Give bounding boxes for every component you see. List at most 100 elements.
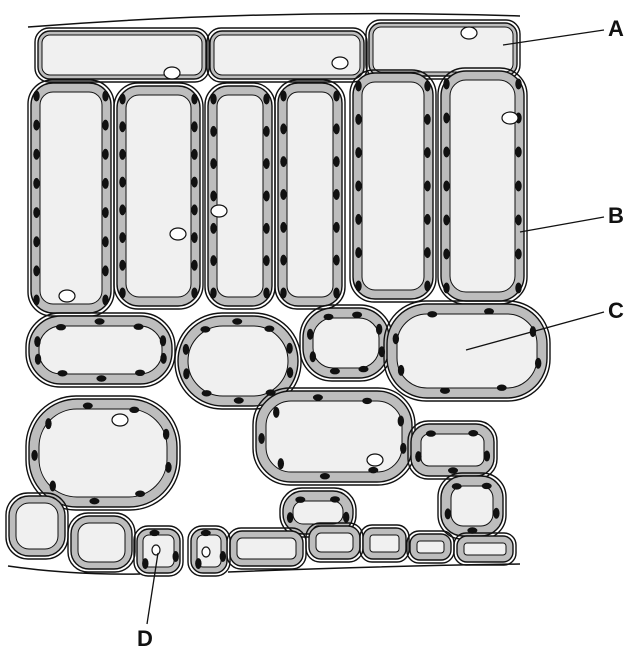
- chloroplast: [424, 181, 430, 192]
- chloroplast: [427, 311, 437, 317]
- palisade-cell: [350, 70, 436, 302]
- chloroplast: [515, 249, 521, 260]
- chloroplast: [287, 367, 293, 378]
- chloroplast: [452, 483, 462, 489]
- chloroplast: [232, 318, 242, 324]
- palisade-cell: [114, 83, 203, 309]
- chloroplast: [352, 312, 362, 318]
- vacuole: [39, 409, 167, 497]
- chloroplast: [443, 181, 449, 192]
- chloroplast: [31, 450, 37, 461]
- chloroplast: [310, 351, 316, 362]
- chloroplast: [183, 344, 189, 355]
- chloroplast: [443, 283, 449, 294]
- chloroplast: [263, 223, 269, 234]
- vacuole: [450, 80, 515, 292]
- chloroplast: [33, 178, 39, 189]
- leader-line-a: [503, 30, 604, 45]
- vacuole: [451, 486, 493, 526]
- chloroplast: [343, 512, 349, 523]
- palisade-cell: [438, 68, 527, 304]
- spongy-cell: [438, 473, 506, 539]
- chloroplast: [119, 94, 125, 105]
- chloroplast: [165, 462, 171, 473]
- nucleus: [59, 290, 75, 302]
- vacuole: [421, 434, 484, 466]
- vacuole: [40, 92, 102, 304]
- chloroplast: [264, 326, 274, 332]
- vacuole: [362, 82, 424, 290]
- vacuole: [313, 318, 379, 368]
- chloroplast: [468, 430, 478, 436]
- chloroplast: [515, 79, 521, 90]
- chloroplast: [482, 483, 492, 489]
- chloroplast: [210, 191, 216, 202]
- chloroplast: [424, 281, 430, 292]
- chloroplast: [484, 308, 494, 314]
- cell-layer: [6, 14, 550, 576]
- chloroplast: [273, 407, 279, 418]
- chloroplast: [234, 397, 244, 403]
- chloroplast: [210, 158, 216, 169]
- chloroplast: [355, 247, 361, 258]
- chloroplast: [333, 156, 339, 167]
- vacuole: [464, 543, 506, 555]
- chloroplast: [280, 189, 286, 200]
- chloroplast: [263, 94, 269, 105]
- chloroplast: [362, 398, 372, 404]
- vacuole: [373, 27, 513, 72]
- lower-epidermis-cell: [306, 523, 363, 562]
- chloroplast: [102, 295, 108, 306]
- chloroplast: [443, 79, 449, 90]
- chloroplast: [191, 260, 197, 271]
- guard-cell: [188, 526, 230, 576]
- chloroplast: [134, 324, 144, 330]
- vacuole: [293, 501, 343, 524]
- chloroplast: [102, 207, 108, 218]
- chloroplast: [515, 215, 521, 226]
- chloroplast: [493, 508, 499, 519]
- chloroplast: [135, 370, 145, 376]
- vacuole: [188, 326, 288, 396]
- spongy-cell: [26, 313, 175, 387]
- chloroplast: [443, 113, 449, 124]
- chloroplast: [330, 496, 340, 502]
- chloroplast: [263, 158, 269, 169]
- chloroplast: [263, 288, 269, 299]
- chloroplast: [102, 265, 108, 276]
- vacuole: [316, 533, 353, 552]
- nucleus: [332, 57, 348, 69]
- lower-epidermis-cell: [360, 525, 409, 562]
- chloroplast: [484, 451, 490, 462]
- chloroplast: [56, 324, 66, 330]
- vacuole: [287, 92, 333, 297]
- chloroplast: [355, 114, 361, 125]
- chloroplast: [191, 149, 197, 160]
- chloroplast: [35, 354, 41, 365]
- chloroplast: [286, 343, 292, 354]
- vacuole: [16, 503, 58, 549]
- chloroplast: [280, 91, 286, 102]
- chloroplast: [280, 222, 286, 233]
- vacuole: [370, 535, 399, 552]
- chloroplast: [398, 415, 404, 426]
- lower-epidermis-cell: [407, 531, 454, 563]
- palisade-cell: [275, 80, 345, 309]
- chloroplast: [355, 81, 361, 92]
- nucleus: [152, 545, 160, 555]
- chloroplast: [355, 147, 361, 158]
- guard-cell: [134, 526, 183, 576]
- chloroplast: [102, 178, 108, 189]
- vacuole: [417, 541, 444, 553]
- chloroplast: [160, 335, 166, 346]
- chloroplast: [102, 149, 108, 160]
- chloroplast: [333, 189, 339, 200]
- lower-epidermis-cell: [68, 513, 135, 572]
- chloroplast: [210, 255, 216, 266]
- label-c: C: [608, 300, 624, 322]
- chloroplast: [119, 204, 125, 215]
- chloroplast: [398, 365, 404, 376]
- chloroplast: [280, 288, 286, 299]
- epidermis-cell: [35, 28, 209, 82]
- chloroplast: [202, 390, 212, 396]
